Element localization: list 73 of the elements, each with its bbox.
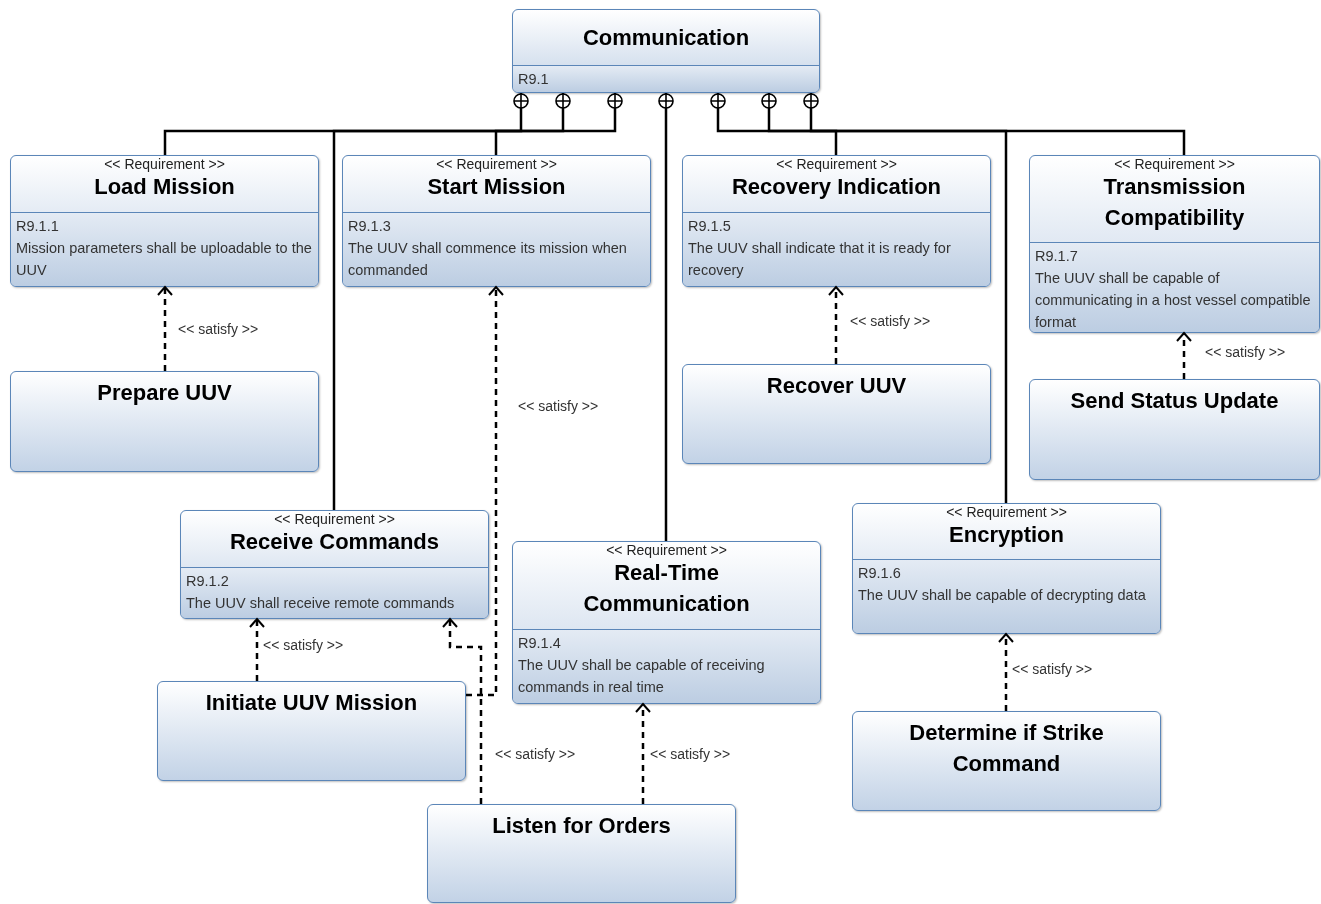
requirement-title: Receive Commands — [228, 528, 441, 556]
satisfy-arrow — [1176, 332, 1192, 379]
stereotype-label: << Requirement >> — [605, 542, 728, 557]
satisfy-arrow — [998, 633, 1014, 711]
stereotype-label: << Requirement >> — [273, 511, 396, 526]
satisfy-arrow — [157, 286, 173, 371]
containment-line — [163, 93, 529, 155]
stereotype-label: << Requirement >> — [775, 156, 898, 171]
requirement-text: The UUV shall receive remote commands — [186, 594, 456, 613]
requirement-text: The UUV shall indicate that it is ready for recovery — [688, 239, 952, 280]
requirement-box — [512, 541, 821, 704]
requirement-id: R9.1.6 — [858, 564, 902, 583]
activity-box — [682, 364, 991, 464]
satisfy-arrow — [442, 618, 483, 804]
requirement-box — [180, 510, 489, 619]
requirement-box — [682, 155, 991, 287]
stereotype-label: << Requirement >> — [103, 156, 226, 171]
requirement-id: R9.1.3 — [348, 217, 392, 236]
package-box — [512, 9, 820, 93]
activity-box — [1029, 379, 1320, 480]
requirement-title: Load Mission — [93, 173, 236, 201]
satisfy-arrow — [249, 618, 265, 681]
activity-box — [852, 711, 1161, 811]
requirement-title: Encryption — [948, 521, 1065, 549]
edge-label: << satisfy >> — [1204, 344, 1287, 360]
activity-box — [10, 371, 319, 472]
activity-title: Listen for Orders — [491, 812, 672, 840]
satisfy-arrow — [635, 703, 651, 804]
activity-title: Send Status Update — [1069, 387, 1280, 415]
containment-line — [803, 93, 1186, 155]
containment-line — [494, 93, 623, 155]
stereotype-label: << Requirement >> — [945, 504, 1068, 519]
activity-title: Determine if Strike Command — [908, 719, 1105, 778]
requirement-text: Mission parameters shall be uploadable to the UUV — [16, 239, 313, 280]
activity-title: Initiate UUV Mission — [204, 689, 419, 717]
requirement-id: R9.1.1 — [16, 217, 60, 236]
edge-label: << satisfy >> — [1011, 661, 1094, 677]
edge-label: << satisfy >> — [177, 321, 260, 337]
requirement-box — [852, 503, 1161, 634]
requirement-text: The UUV shall commence its mission when commanded — [348, 239, 628, 280]
requirement-box — [342, 155, 651, 287]
edge-label: << satisfy >> — [262, 637, 345, 653]
edge-label: << satisfy >> — [649, 746, 732, 762]
requirement-id: R9.1.5 — [688, 217, 732, 236]
containment-line — [658, 93, 674, 541]
requirement-text: The UUV shall be capable of receiving commands in real time — [518, 656, 766, 697]
requirement-text: The UUV shall be capable of communicating in a host vessel compatible format — [1035, 269, 1312, 332]
activity-box — [427, 804, 736, 903]
edge-label: << satisfy >> — [849, 313, 932, 329]
containment-line — [332, 93, 571, 510]
satisfy-arrow — [828, 286, 844, 364]
requirement-title: Real-Time Communication — [582, 559, 751, 618]
activity-box — [157, 681, 466, 781]
containment-line — [761, 93, 1008, 503]
requirement-title: Start Mission — [426, 173, 567, 201]
requirement-id: R9.1.7 — [1035, 247, 1079, 266]
requirement-title: Transmission Compatibility — [1102, 173, 1247, 232]
package-title: Communication — [581, 24, 751, 52]
satisfy-arrow — [466, 286, 504, 697]
requirement-text: The UUV shall be capable of decrypting data — [858, 586, 1147, 605]
stereotype-label: << Requirement >> — [435, 156, 558, 171]
containment-line — [710, 93, 838, 155]
requirement-id: R9.1 — [518, 70, 550, 89]
requirement-title: Recovery Indication — [730, 173, 943, 201]
requirement-id: R9.1.4 — [518, 634, 562, 653]
edge-label: << satisfy >> — [517, 398, 600, 414]
edge-label: << satisfy >> — [494, 746, 577, 762]
requirement-box — [1029, 155, 1320, 333]
stereotype-label: << Requirement >> — [1113, 156, 1236, 171]
requirement-box — [10, 155, 319, 287]
requirement-id: R9.1.2 — [186, 572, 230, 591]
activity-title: Prepare UUV — [96, 379, 233, 407]
activity-title: Recover UUV — [765, 372, 908, 400]
